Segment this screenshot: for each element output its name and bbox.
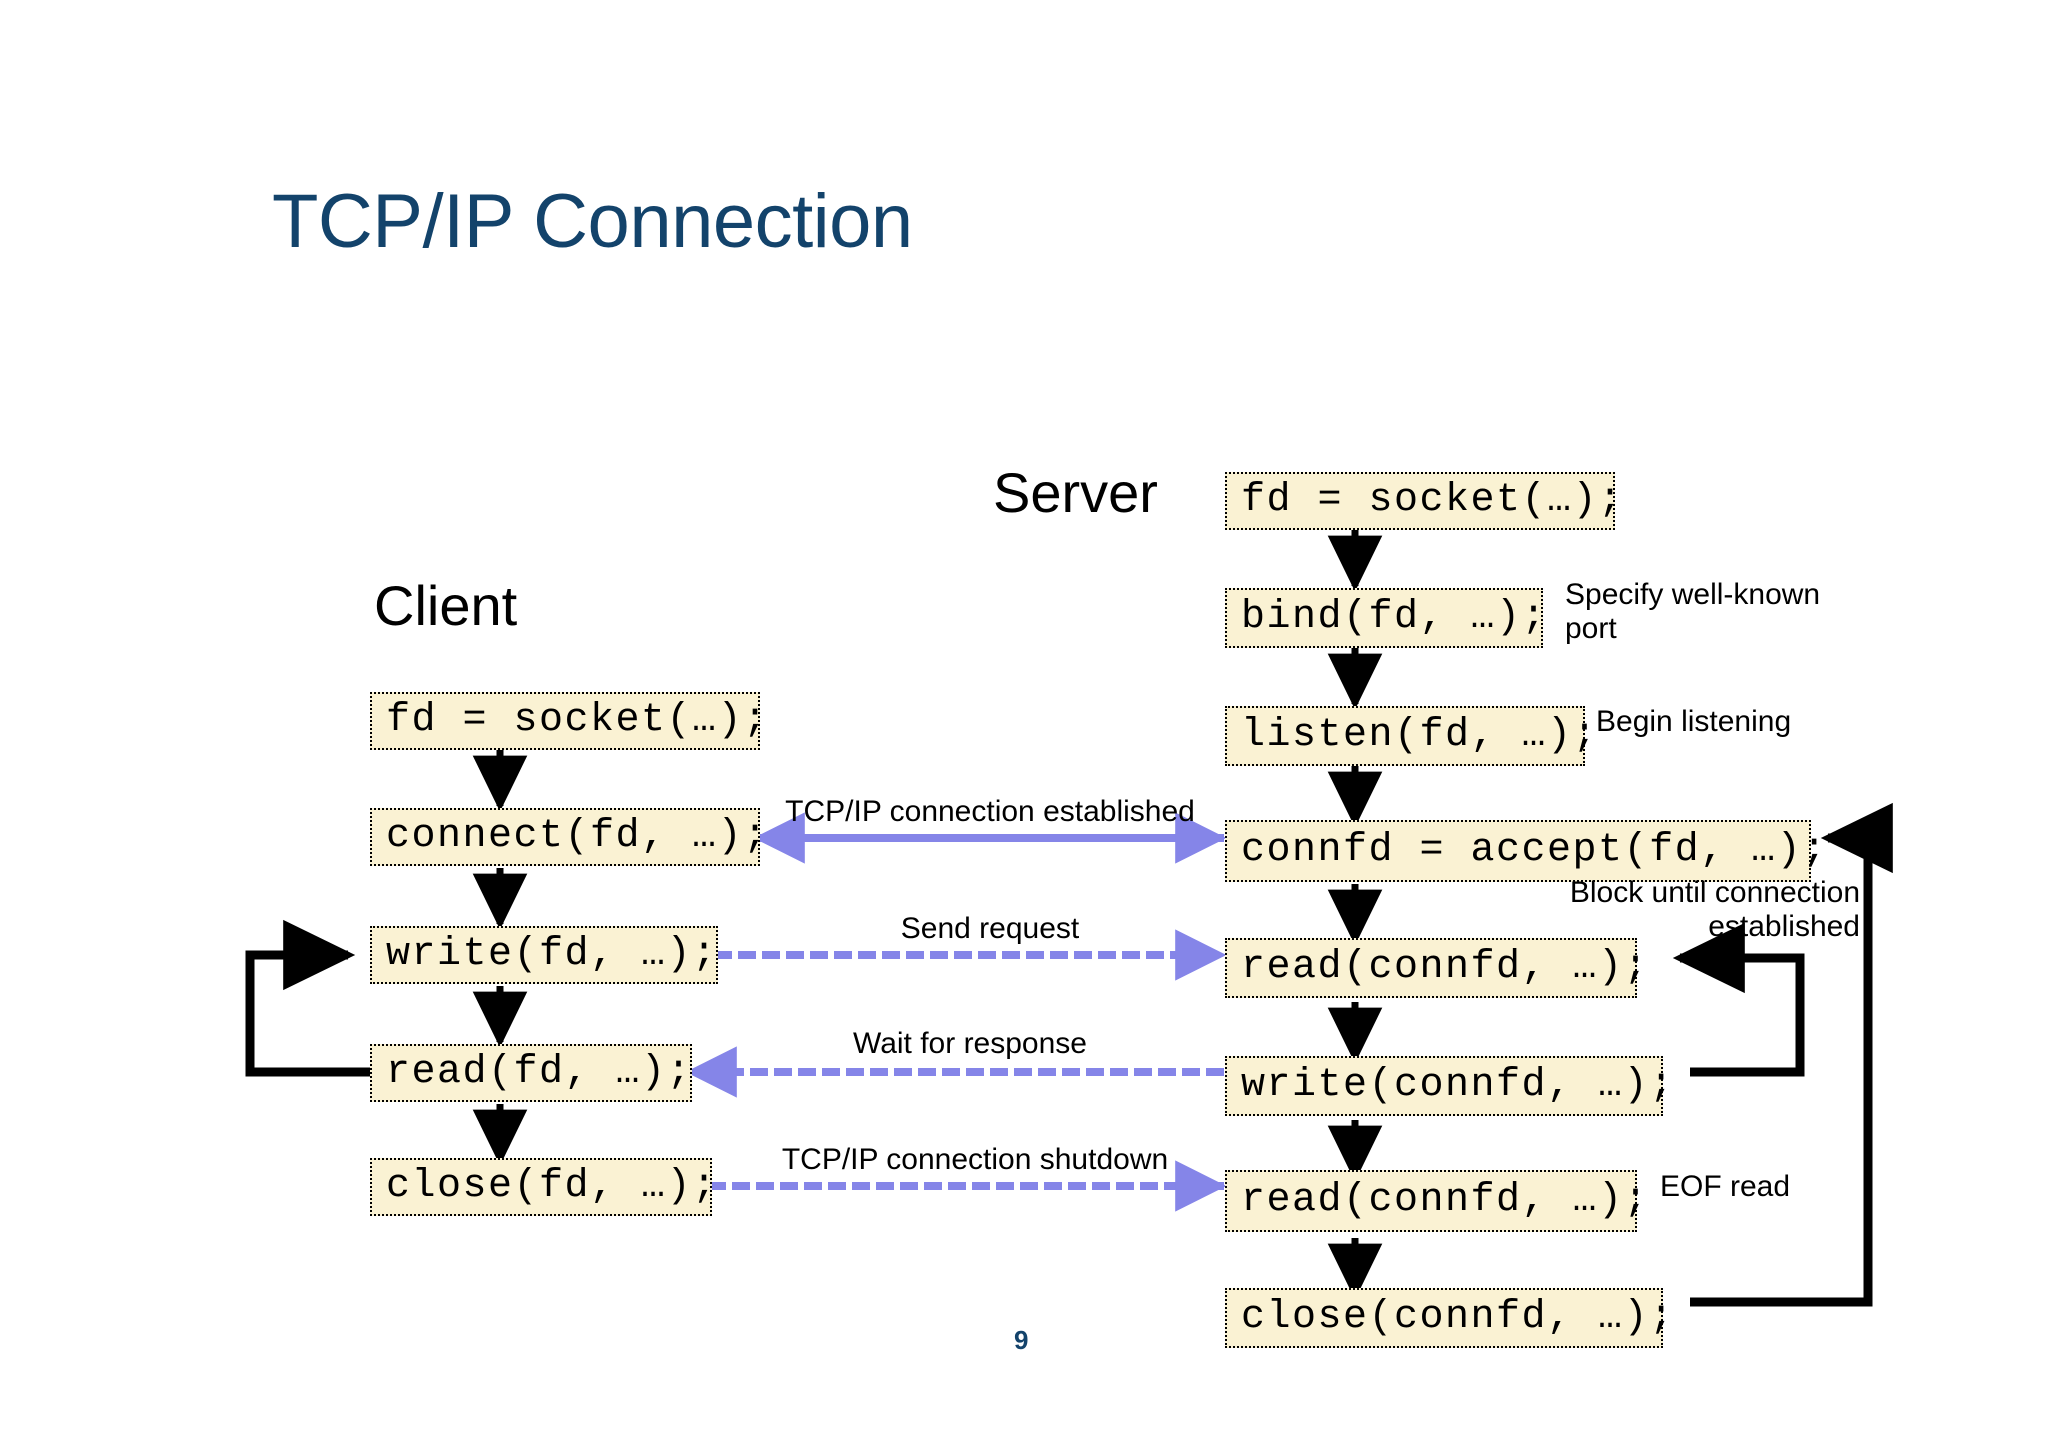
- flow-label-send-request: Send request: [900, 912, 1080, 945]
- server-step-close[interactable]: close(connfd, …);: [1225, 1288, 1673, 1348]
- page-title: TCP/IP Connection: [272, 179, 913, 264]
- server-note-bind: Specify well-known port: [1565, 578, 1821, 645]
- server-step-bind[interactable]: bind(fd, …);: [1225, 588, 1546, 648]
- server-step-listen[interactable]: listen(fd, …);: [1225, 706, 1597, 766]
- server-step-write-response[interactable]: write(connfd, …);: [1225, 1056, 1673, 1116]
- client-column-heading: Client: [374, 574, 518, 637]
- client-step-connect[interactable]: connect(fd, …);: [370, 808, 767, 866]
- client-step-read[interactable]: read(fd, …);: [370, 1044, 692, 1102]
- server-note-accept: Block until connection established: [1569, 876, 1860, 943]
- server-step-read-eof[interactable]: read(connfd, …);: [1225, 1170, 1648, 1232]
- client-step-socket[interactable]: fd = socket(…);: [370, 692, 767, 750]
- client-step-close[interactable]: close(fd, …);: [370, 1158, 716, 1216]
- server-step-socket[interactable]: fd = socket(…);: [1225, 472, 1622, 530]
- server-note-listen: Begin listening: [1596, 705, 1792, 738]
- server-column-heading: Server: [993, 461, 1158, 524]
- server-step-accept[interactable]: connfd = accept(fd, …);: [1225, 820, 1826, 882]
- flow-label-connection-shutdown: TCP/IP connection shutdown: [781, 1143, 1169, 1176]
- client-step-write[interactable]: write(fd, …);: [370, 926, 718, 984]
- server-note-eof: EOF read: [1660, 1170, 1791, 1203]
- flow-label-wait-for-response: Wait for response: [853, 1027, 1087, 1060]
- page-number: 9: [1014, 1325, 1029, 1355]
- flow-label-connection-established: TCP/IP connection established: [785, 795, 1195, 828]
- server-step-read-request[interactable]: read(connfd, …);: [1225, 938, 1648, 998]
